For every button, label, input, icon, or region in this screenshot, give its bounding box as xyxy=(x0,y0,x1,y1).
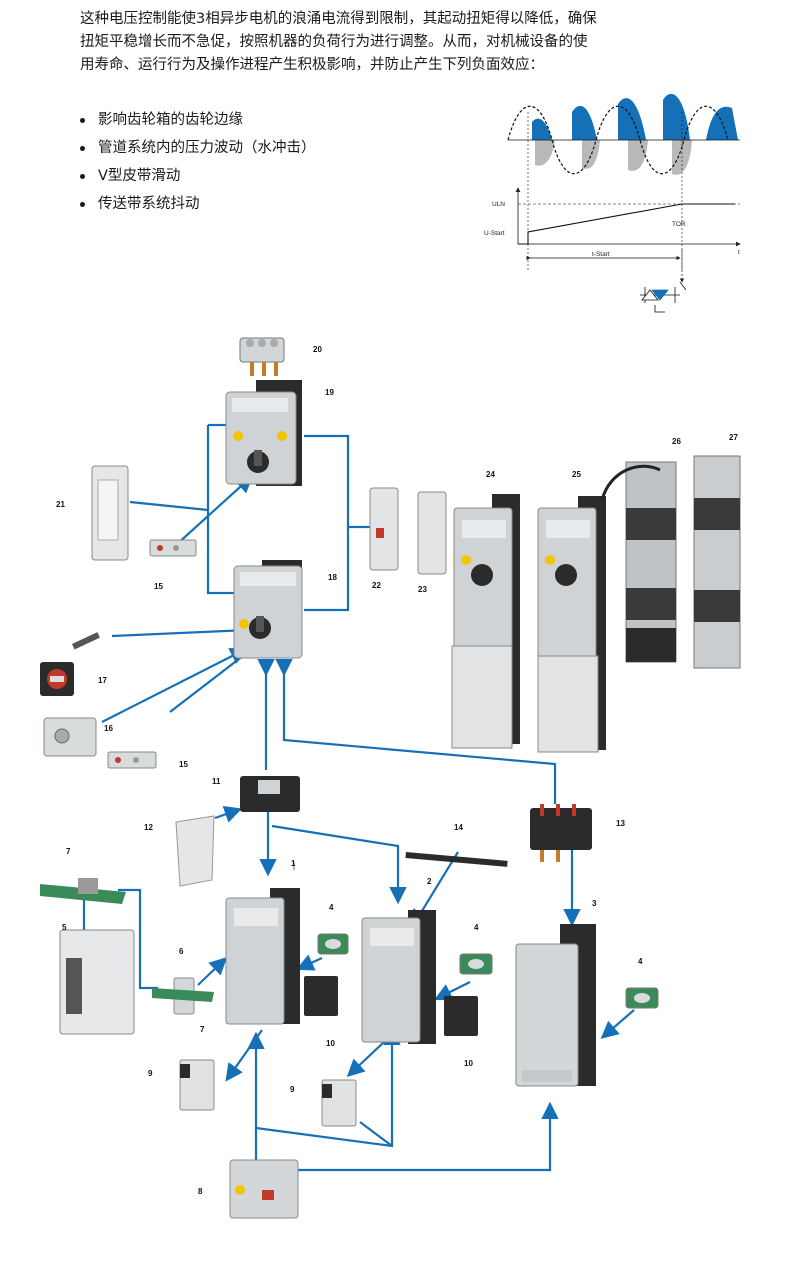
callout-17: 17 xyxy=(98,676,107,685)
door-handle-17 xyxy=(40,632,100,696)
aux-contact-15b xyxy=(107,751,157,769)
callout-4: 4 xyxy=(329,903,334,912)
motor-starter-18 xyxy=(233,560,303,659)
callout-22: 22 xyxy=(372,581,381,590)
list-item: 影响齿轮箱的齿轮边缘 xyxy=(80,106,316,134)
t-start-label: t-Start xyxy=(592,251,610,258)
mounting-plate-12 xyxy=(175,815,215,887)
starter-combination-25 xyxy=(537,496,606,753)
callout-20: 20 xyxy=(313,345,322,354)
callout-26: 26 xyxy=(672,437,681,446)
din-rail-26 xyxy=(600,461,677,663)
callout-10: 10 xyxy=(326,1039,335,1048)
callout-25: 25 xyxy=(572,470,581,479)
u-start-label: U-Start xyxy=(484,230,505,237)
soft-starter-1 xyxy=(225,888,300,1025)
callout-19: 19 xyxy=(325,388,334,397)
callout-24: 24 xyxy=(486,470,495,479)
list-item: 管道系统内的压力波动（水冲击） xyxy=(80,134,316,162)
overload-relay-8 xyxy=(229,1159,299,1219)
callout-27: 27 xyxy=(729,433,738,442)
aux-contact-15a xyxy=(149,539,197,557)
callout-6: 6 xyxy=(179,947,184,956)
callout-11: 11 xyxy=(212,777,221,786)
connector-10b xyxy=(444,996,478,1036)
link-module-13 xyxy=(530,804,592,862)
callout-15: 15 xyxy=(154,582,163,591)
thyristor-icon xyxy=(640,281,687,313)
starter-combination-24 xyxy=(451,494,520,749)
connection-lines xyxy=(75,423,635,1172)
list-item: V型皮带滑动 xyxy=(80,162,316,190)
aux-contact-23 xyxy=(417,491,447,575)
callout-7: 7 xyxy=(66,847,71,856)
callout-7: 7 xyxy=(200,1025,205,1034)
callout-4: 4 xyxy=(638,957,643,966)
callout-16: 16 xyxy=(104,724,113,733)
connector-10a xyxy=(304,976,338,1016)
aux-contact-22 xyxy=(369,487,399,571)
callout-10: 10 xyxy=(464,1059,473,1068)
callout-15: 15 xyxy=(179,760,188,769)
callout-4: 4 xyxy=(474,923,479,932)
soft-starter-2 xyxy=(361,910,436,1044)
callout-5: 5 xyxy=(62,923,67,932)
callout-8: 8 xyxy=(198,1187,203,1196)
callout-numbers: 1 2 3 4 4 4 5 6 7 7 8 9 9 10 10 11 12 13… xyxy=(56,345,738,1196)
callout-13: 13 xyxy=(616,819,625,828)
soft-starter-3 xyxy=(515,924,596,1087)
din-rail-27 xyxy=(693,455,741,669)
power-supply-5 xyxy=(59,929,135,1035)
callout-1: 1 xyxy=(291,859,296,868)
callout-21: 21 xyxy=(56,500,65,509)
door-coupling-16 xyxy=(43,717,97,757)
module-4a xyxy=(317,933,349,955)
busbar-14 xyxy=(405,851,508,867)
intro-paragraph: 这种电压控制能使3相异步电机的浪涌电流得到限制，其起动扭矩得以降低，确保扭矩平稳… xyxy=(80,11,597,73)
list-item: 传送带系统抖动 xyxy=(80,190,316,218)
t-axis-label: t xyxy=(738,249,740,256)
callout-14: 14 xyxy=(454,823,463,832)
aux-contact-21 xyxy=(91,465,129,561)
adapter-9a xyxy=(179,1059,215,1111)
module-4b xyxy=(459,953,493,975)
callout-12: 12 xyxy=(144,823,153,832)
u-ln-label: ULN xyxy=(492,201,505,208)
effects-list: 影响齿轮箱的齿轮边缘 管道系统内的压力波动（水冲击） V型皮带滑动 传送带系统抖… xyxy=(80,106,316,218)
adapter-9b xyxy=(321,1079,357,1127)
callout-18: 18 xyxy=(328,573,337,582)
adapter-11 xyxy=(240,776,300,812)
callout-2: 2 xyxy=(427,877,432,886)
soft-start-waveform: ULN U-Start TOR t t-Start xyxy=(484,93,741,313)
module-4c xyxy=(625,987,659,1009)
tor-label: TOR xyxy=(672,221,686,228)
pcb-7a xyxy=(40,878,126,904)
callout-23: 23 xyxy=(418,585,427,594)
devices xyxy=(40,337,741,1219)
motor-starter-19 xyxy=(225,380,302,486)
terminal-block-20 xyxy=(239,337,285,376)
pcb-7b xyxy=(152,988,214,1002)
callout-9: 9 xyxy=(148,1069,153,1078)
callout-9: 9 xyxy=(290,1085,295,1094)
callout-3: 3 xyxy=(592,899,597,908)
